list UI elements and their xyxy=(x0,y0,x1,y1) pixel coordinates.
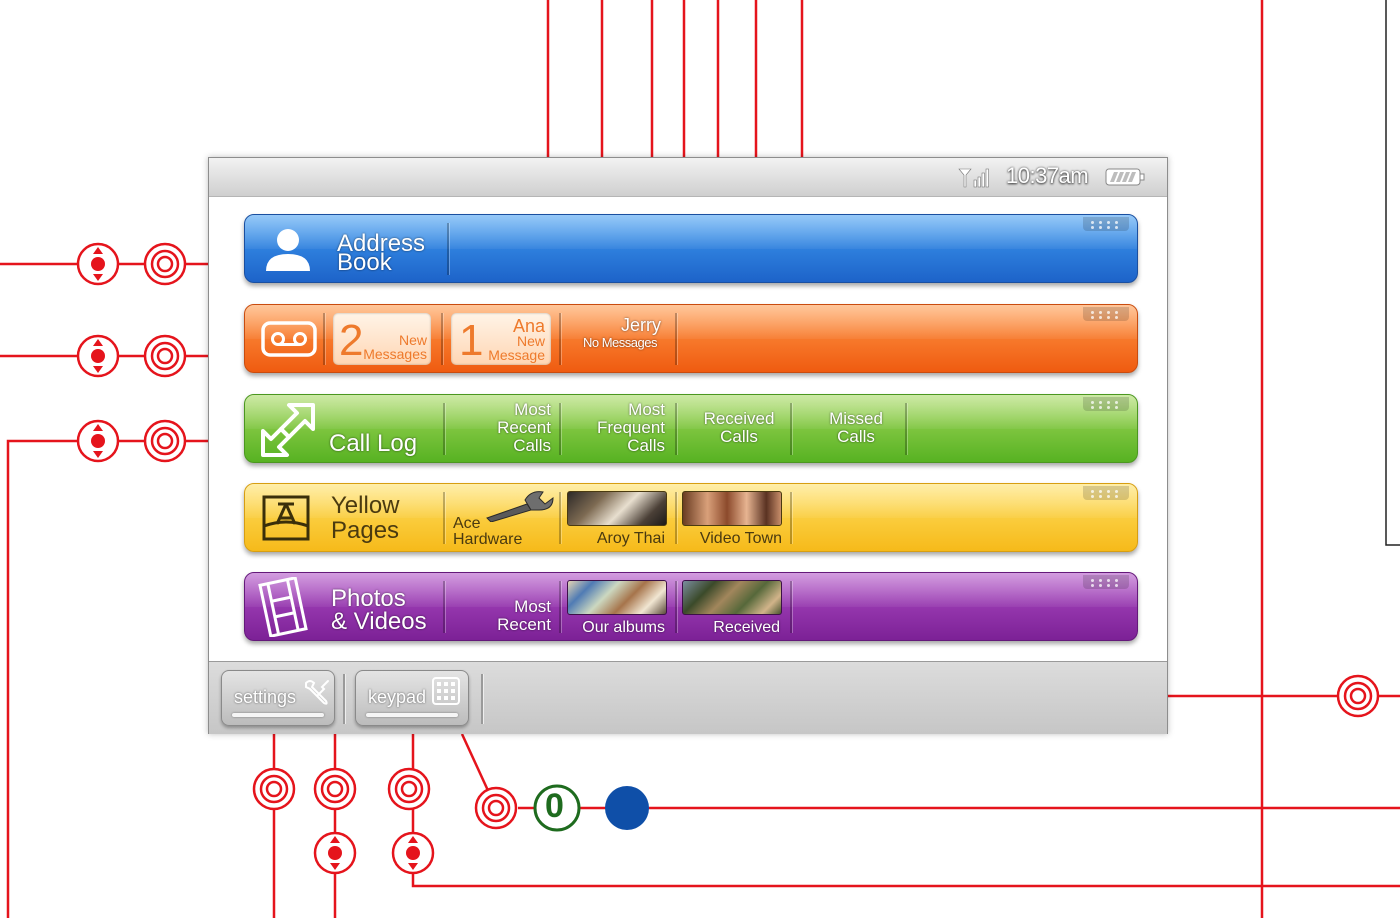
yellow-pages-label-1: Yellow xyxy=(331,492,400,519)
ana-line1: New xyxy=(516,333,545,349)
received-photo[interactable] xyxy=(682,580,782,615)
new-messages-count: 2 xyxy=(339,316,364,365)
yellow-pages-book-icon xyxy=(262,495,310,541)
keypad-button[interactable]: keypad xyxy=(355,670,469,726)
messages-bar[interactable]: 2 New Messages 1 Ana New Message Jerry N… xyxy=(244,304,1138,373)
most-recent-photos-1[interactable]: Most xyxy=(514,597,551,616)
photos-label-1: Photos xyxy=(331,585,406,612)
grip-handle[interactable] xyxy=(1083,307,1129,321)
settings-button[interactable]: settings xyxy=(221,670,335,726)
jerry-status: No Messages xyxy=(583,335,657,350)
status-time: 10:37am xyxy=(1006,163,1089,188)
film-strip-icon xyxy=(258,577,308,637)
contact-icon xyxy=(266,229,310,271)
ana-message-tile[interactable]: 1 Ana New Message xyxy=(451,313,551,365)
most-frequent-calls-2[interactable]: Frequent xyxy=(596,418,665,437)
received-calls-1[interactable]: Received xyxy=(703,409,775,428)
voicemail-icon xyxy=(261,321,317,357)
address-book-label-1: Address xyxy=(337,230,426,257)
tools-icon xyxy=(305,680,329,705)
new-messages-tile[interactable]: 2 New Messages xyxy=(333,313,431,365)
most-recent-photos-2[interactable]: Recent xyxy=(497,615,551,634)
signal-icon xyxy=(958,168,989,188)
grip-handle[interactable] xyxy=(1083,217,1129,231)
keypad-grid-icon xyxy=(432,677,460,705)
grip-handle[interactable] xyxy=(1083,486,1129,500)
our-albums-photo[interactable] xyxy=(567,580,667,615)
node-zero-label: 0 xyxy=(545,787,564,825)
jerry-name[interactable]: Jerry xyxy=(621,315,661,335)
new-messages-line1: New xyxy=(398,332,427,348)
photos-videos-bar[interactable]: Photos & Videos Most Recent Our albums R… xyxy=(244,572,1138,641)
missed-calls-1[interactable]: Missed xyxy=(829,409,883,428)
aroy-thai-label[interactable]: Aroy Thai xyxy=(596,530,665,547)
battery-icon xyxy=(1105,168,1145,186)
our-albums-label[interactable]: Our albums xyxy=(582,619,665,636)
missed-calls-2[interactable]: Calls xyxy=(837,427,875,446)
most-recent-calls-2[interactable]: Recent xyxy=(497,418,551,437)
received-calls-2[interactable]: Calls xyxy=(720,427,758,446)
new-messages-line2: Messages xyxy=(363,346,427,362)
keypad-label: keypad xyxy=(368,687,427,707)
phone-screen: 10:37am Address Book 2 New Messages xyxy=(208,157,1168,734)
call-arrows-icon xyxy=(261,403,315,457)
aroy-thai-photo[interactable] xyxy=(567,491,667,526)
blue-node xyxy=(605,786,649,830)
wrench-icon xyxy=(486,491,554,522)
address-book-bar[interactable]: Address Book xyxy=(244,214,1138,283)
most-frequent-calls-3[interactable]: Calls xyxy=(627,436,665,455)
most-frequent-calls-1[interactable]: Most xyxy=(628,400,665,419)
video-town-label[interactable]: Video Town xyxy=(699,530,782,547)
call-log-label: Call Log xyxy=(329,430,418,457)
yellow-pages-label-2: Pages xyxy=(331,517,400,544)
ace-hardware-2[interactable]: Hardware xyxy=(453,531,523,548)
grip-handle[interactable] xyxy=(1083,397,1129,411)
video-town-photo[interactable] xyxy=(682,491,782,526)
received-photos-label[interactable]: Received xyxy=(713,619,780,636)
yellow-pages-bar[interactable]: Yellow Pages Ace Hardware Aroy Thai Vide… xyxy=(244,483,1138,552)
photos-label-2: & Videos xyxy=(331,608,427,635)
most-recent-calls-3[interactable]: Calls xyxy=(513,436,551,455)
ana-name: Ana xyxy=(512,316,545,336)
address-book-label-2: Book xyxy=(337,249,392,276)
ace-hardware-1[interactable]: Ace xyxy=(453,515,481,532)
call-log-bar[interactable]: Call Log Most Recent Calls Most Frequent… xyxy=(244,394,1138,463)
settings-label: settings xyxy=(234,687,297,707)
ana-line2: Message xyxy=(488,347,545,363)
bottom-toolbar: settings keypad xyxy=(209,661,1167,734)
ana-message-count: 1 xyxy=(459,316,484,365)
status-bar: 10:37am xyxy=(209,158,1167,197)
most-recent-calls-1[interactable]: Most xyxy=(514,400,551,419)
grip-handle[interactable] xyxy=(1083,575,1129,589)
